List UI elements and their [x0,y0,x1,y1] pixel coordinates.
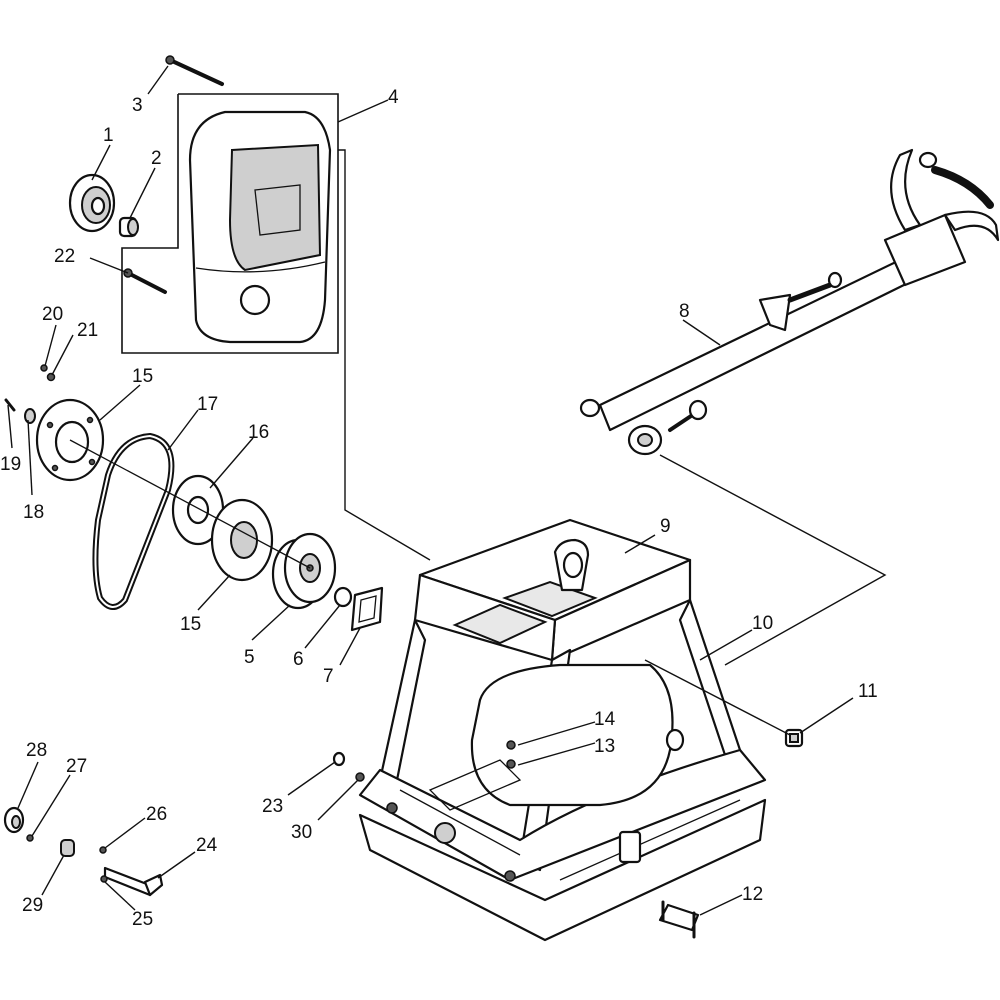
callout-18: 18 [23,502,44,523]
callout-30: 30 [291,822,312,843]
callout-15-lower: 15 [180,614,201,635]
screw-20 [40,364,48,372]
guard-bolt [165,55,224,86]
callout-8: 8 [679,301,690,322]
callout-10: 10 [752,613,773,634]
callout-2: 2 [151,148,162,169]
clutch-drum [271,532,337,610]
callout-19: 19 [0,454,21,475]
callout-17: 17 [197,394,218,415]
screw-19 [4,398,16,412]
coupling-29 [60,839,75,857]
guard-lower-bolt [123,268,167,294]
callout-labels: 1 2 3 4 5 6 7 8 9 10 11 12 13 14 15 15 1… [0,87,878,930]
belt-guard [188,110,332,344]
callout-20: 20 [42,304,63,325]
pulley-spacer [118,216,139,238]
washer-18 [24,408,36,424]
callout-3: 3 [132,95,143,116]
callout-5: 5 [244,647,255,668]
callout-1: 1 [103,125,114,146]
screw-27 [26,834,34,842]
pin-25 [100,875,108,883]
plug-14 [506,740,516,750]
pin-26 [99,846,107,854]
callout-13: 13 [594,736,615,757]
callout-4: 4 [388,87,399,108]
bracket-12 [658,900,700,939]
callout-27: 27 [66,756,87,777]
lever-24 [103,866,164,897]
engine-pulley [68,173,116,233]
guide-handle [579,148,1000,456]
callout-26: 26 [146,804,167,825]
callout-25: 25 [132,909,153,930]
assembly-leaders [338,149,887,736]
v-belt [92,433,175,610]
washer-30 [355,772,365,782]
nut-11 [784,728,804,748]
callout-16: 16 [248,422,269,443]
callout-29: 29 [22,895,43,916]
belt-guard-group-frame [121,93,389,354]
clutch-plate-lower [210,498,274,582]
callout-leaders [7,65,854,916]
nut-21 [46,372,56,382]
callout-12: 12 [742,884,763,905]
callout-24: 24 [196,835,218,856]
bearing-bush [333,586,353,608]
callout-22: 22 [54,246,75,267]
callout-7: 7 [323,666,334,687]
callout-21: 21 [77,320,98,341]
friction-disc [171,474,225,546]
washer-13 [506,759,516,769]
square-seal [350,586,384,632]
callout-14: 14 [594,709,616,730]
callout-15-upper: 15 [132,366,153,387]
callout-9: 9 [660,516,671,537]
callout-28: 28 [26,740,47,761]
callout-23: 23 [262,796,283,817]
cap-28 [3,806,25,834]
callout-6: 6 [293,649,304,670]
callout-11: 11 [858,681,878,702]
bolt-23 [332,751,346,767]
exciter-housing [428,663,685,811]
